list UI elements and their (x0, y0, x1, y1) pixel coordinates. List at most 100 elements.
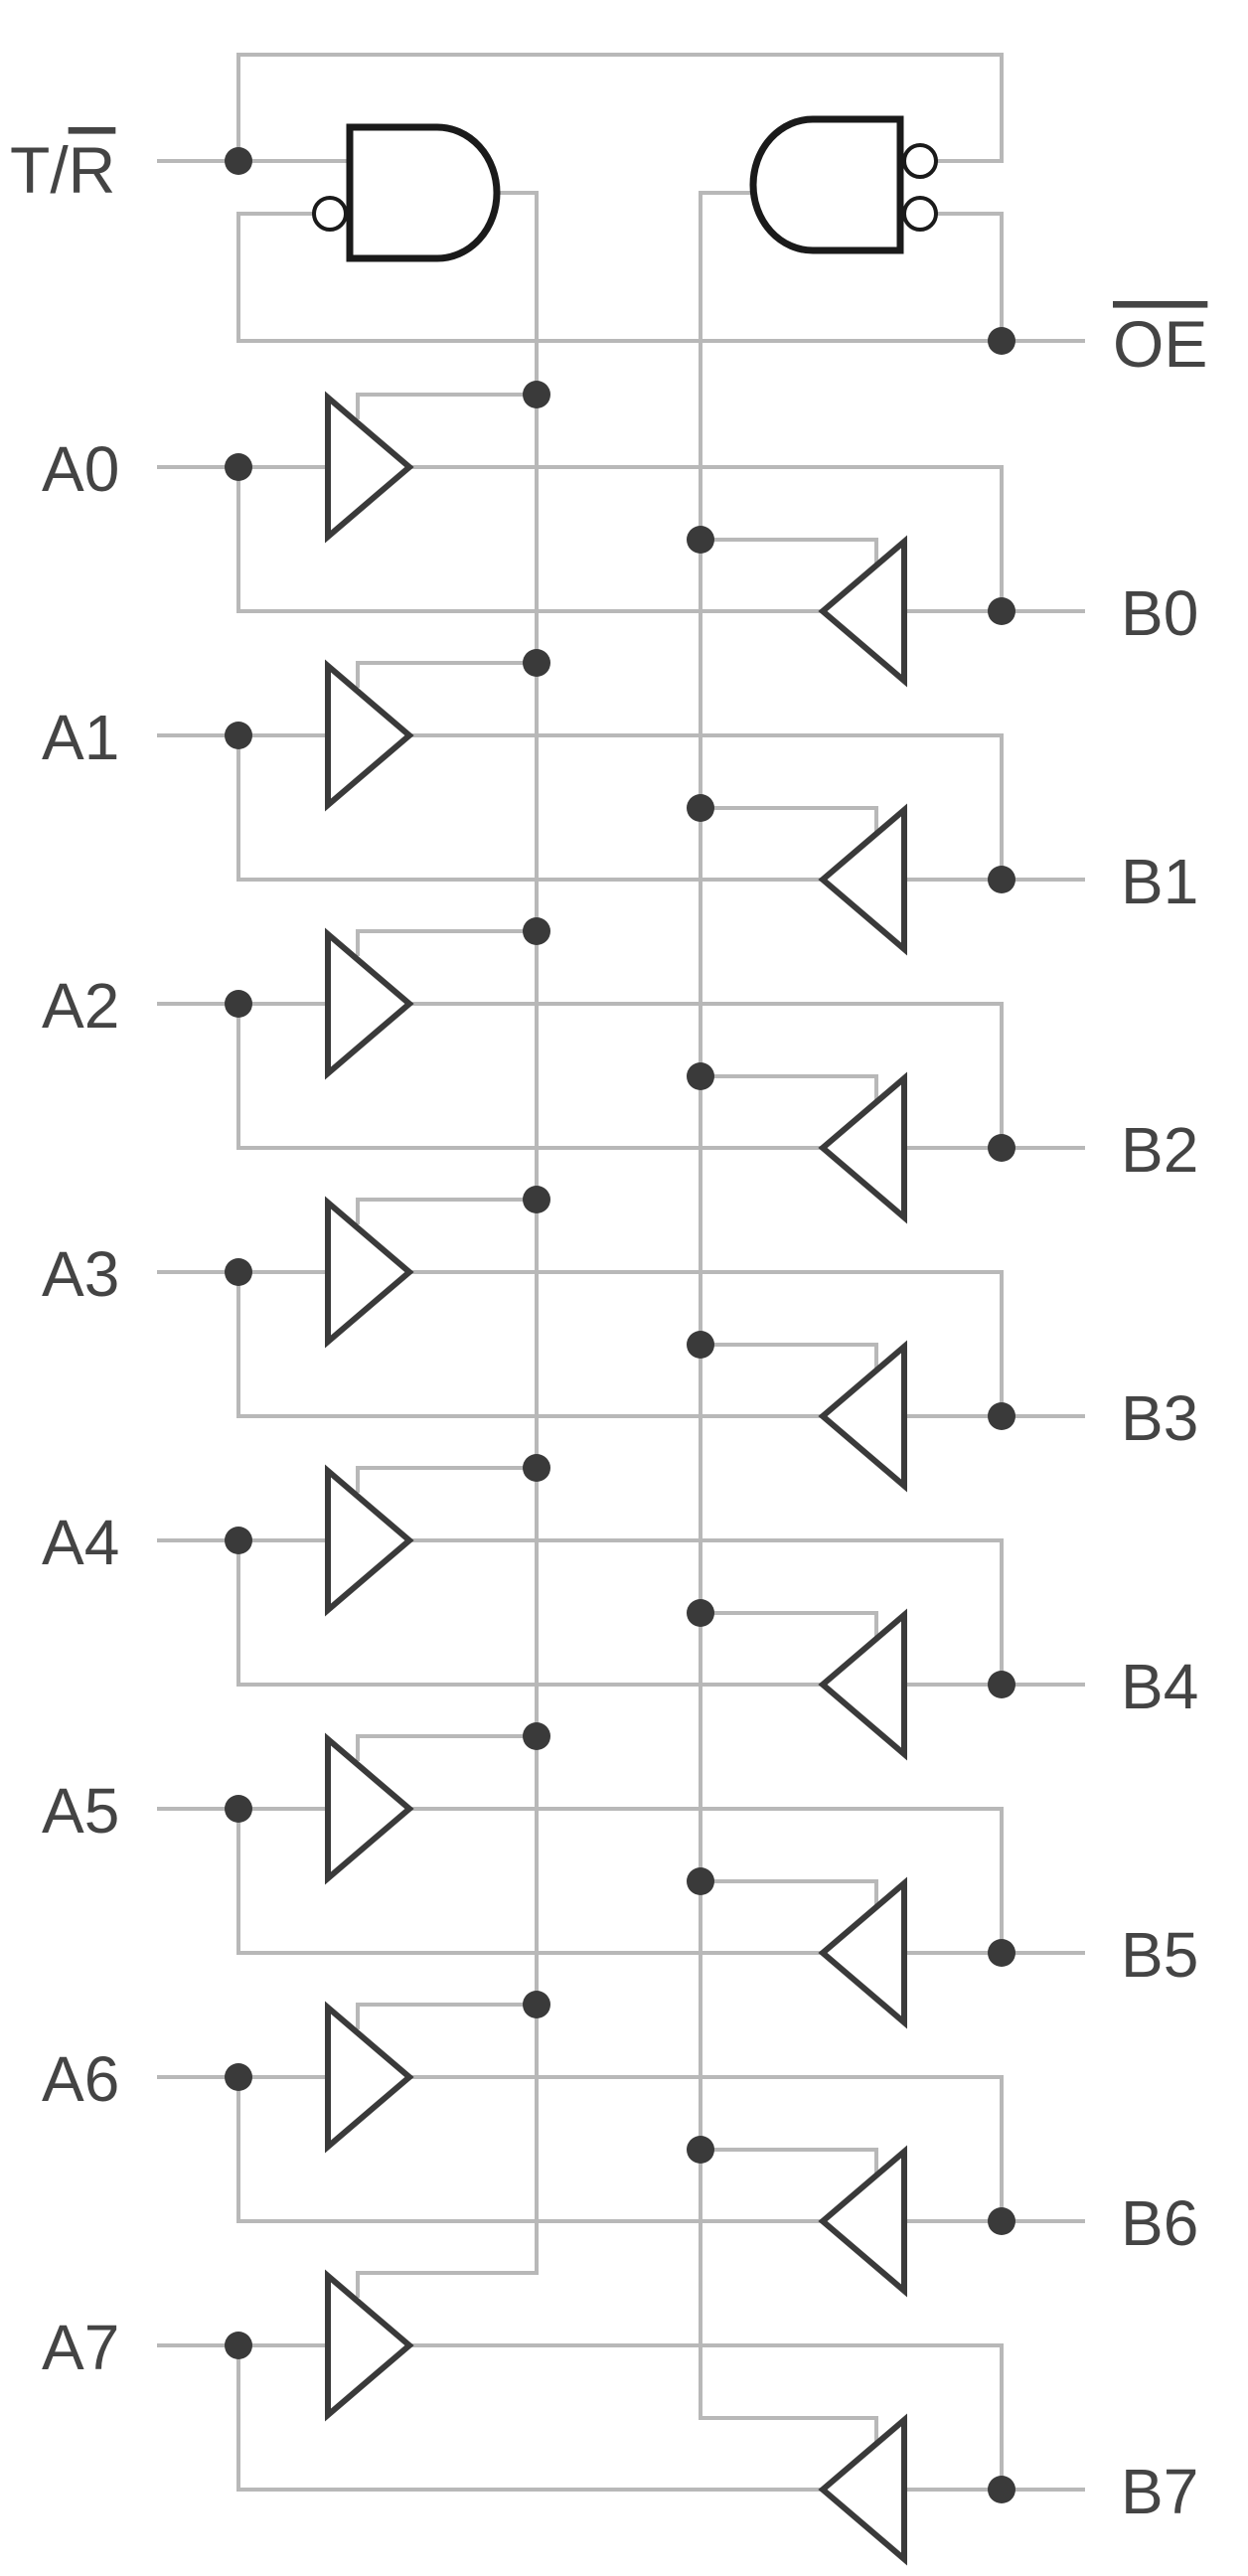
tr-to-right-gate-wire (236, 53, 1004, 163)
right-and-gate-body (749, 115, 904, 254)
a-to-b-output-wire-3 (407, 1270, 1004, 1418)
a-junction-dot-2 (225, 990, 252, 1018)
tr-label: T/R (10, 133, 115, 207)
a-junction-dot-0 (225, 453, 252, 481)
a-to-b-enable-wire-7 (356, 2271, 539, 2298)
a-to-b-output-wire-6 (407, 2075, 1004, 2223)
b-pin-label-7: B7 (1121, 2456, 1198, 2527)
a-to-b-enable-wire-2 (356, 929, 539, 956)
a-pin-label-7: A7 (42, 2312, 119, 2383)
b-to-a-output-wire-2 (236, 1002, 825, 1150)
column1-tap-dot-3 (523, 1186, 550, 1213)
a-junction-dot-3 (225, 1258, 252, 1286)
column1-tap-dot-5 (523, 1722, 550, 1750)
a-junction-dot-6 (225, 2063, 252, 2091)
a-pin-label-3: A3 (42, 1238, 119, 1310)
a-to-b-buffer-6 (325, 2001, 414, 2154)
a-pin-label-1: A1 (42, 702, 119, 773)
b-pin-label-3: B3 (1121, 1382, 1198, 1454)
b-pin-label-2: B2 (1121, 1114, 1198, 1186)
a-junction-dot-4 (225, 1527, 252, 1554)
column2-tap-dot-6 (687, 2136, 714, 2164)
a-to-b-buffer-3 (325, 1196, 414, 1349)
b-to-a-output-wire-7 (236, 2343, 825, 2492)
column2-tap-dot-1 (687, 794, 714, 822)
b-junction-dot-7 (988, 2476, 1015, 2503)
a-to-b-enable-wire-1 (356, 661, 539, 688)
column2-tap-dot-3 (687, 1331, 714, 1359)
a-junction-dot-7 (225, 2332, 252, 2359)
b-to-a-enable-wire-3 (699, 1343, 878, 1368)
junction-layer (225, 147, 1015, 2503)
b-junction-dot-3 (988, 1402, 1015, 1430)
column2-tap-dot-4 (687, 1599, 714, 1627)
b-pin-label-6: B6 (1121, 2187, 1198, 2259)
column1-tap-dot-6 (523, 1991, 550, 2018)
column1-tap-dot-2 (523, 917, 550, 945)
b-pin-label-1: B1 (1121, 846, 1198, 917)
b-to-a-buffer-4 (818, 1608, 907, 1761)
a-to-b-buffer-1 (325, 659, 414, 812)
b-to-a-buffer-3 (818, 1340, 907, 1493)
wire-layer (157, 53, 1085, 2492)
b-to-a-buffer-1 (818, 803, 907, 956)
b-to-a-enable-wire-7 (699, 2416, 878, 2442)
b-to-a-buffer-5 (818, 1876, 907, 2029)
a-pin-label-6: A6 (42, 2043, 119, 2115)
b-to-a-output-wire-4 (236, 1538, 825, 1687)
a-to-b-enable-wire-4 (356, 1466, 539, 1493)
tr-label-prefix: T/ (10, 133, 69, 207)
column1-tap-dot-1 (523, 649, 550, 677)
a-to-b-output-wire-5 (407, 1807, 1004, 1955)
b-junction-dot-2 (988, 1134, 1015, 1162)
a-to-b-enable-wire-3 (356, 1198, 539, 1224)
b-to-a-enable-wire-5 (699, 1879, 878, 1905)
column2-tap-dot-5 (687, 1867, 714, 1895)
a-to-b-buffer-5 (325, 1732, 414, 1885)
column2-tap-dot-0 (687, 526, 714, 554)
a-to-b-output-wire-0 (407, 465, 1004, 613)
a-to-b-output-wire-1 (407, 733, 1004, 882)
b-junction-dot-0 (988, 597, 1015, 625)
b-to-a-output-wire-6 (236, 2075, 825, 2223)
a-junction-dot-5 (225, 1795, 252, 1823)
b-junction-dot-1 (988, 866, 1015, 893)
a-to-b-output-wire-2 (407, 1002, 1004, 1150)
b-junction-dot-5 (988, 1939, 1015, 1967)
a-to-b-buffer-7 (325, 2269, 414, 2422)
b-to-a-buffer-7 (818, 2413, 907, 2566)
b-to-a-enable-wire-0 (699, 538, 878, 564)
a-pin-label-0: A0 (42, 433, 119, 505)
b-to-a-enable-wire-4 (699, 1611, 878, 1637)
oe-to-right-gate-wire (922, 212, 1004, 343)
column2-tap-dot-2 (687, 1062, 714, 1090)
a-to-b-buffer-4 (325, 1464, 414, 1617)
column1-tap-dot-4 (523, 1454, 550, 1482)
left-and-gate-body (346, 123, 501, 262)
a-junction-dot-1 (225, 722, 252, 749)
b-to-a-enable-wire-6 (699, 2148, 878, 2174)
b-pin-label-0: B0 (1121, 577, 1198, 649)
right-gate-inversion-bubble-lower (902, 196, 938, 232)
b-to-a-output-wire-5 (236, 1807, 825, 1955)
a-to-b-enable-wire-5 (356, 1734, 539, 1761)
a-pin-label-4: A4 (42, 1507, 119, 1578)
a-to-b-output-wire-7 (407, 2343, 1004, 2492)
b-pin-label-4: B4 (1121, 1651, 1198, 1722)
a-to-b-enable-wire-6 (356, 2003, 539, 2029)
right-gate-inversion-bubble-upper (902, 143, 938, 179)
column1-tap-dot-0 (523, 381, 550, 408)
b-to-a-output-wire-0 (236, 465, 825, 613)
b-junction-dot-6 (988, 2207, 1015, 2235)
symbol-layer (312, 115, 938, 2566)
a-pin-label-2: A2 (42, 970, 119, 1042)
b-to-a-buffer-2 (818, 1071, 907, 1224)
a-to-b-output-wire-4 (407, 1538, 1004, 1687)
a-to-b-buffer-2 (325, 927, 414, 1080)
b-to-a-enable-wire-2 (699, 1074, 878, 1100)
b-to-a-buffer-6 (818, 2145, 907, 2298)
b-to-a-output-wire-1 (236, 733, 825, 882)
oe-junction-dot (988, 327, 1015, 355)
